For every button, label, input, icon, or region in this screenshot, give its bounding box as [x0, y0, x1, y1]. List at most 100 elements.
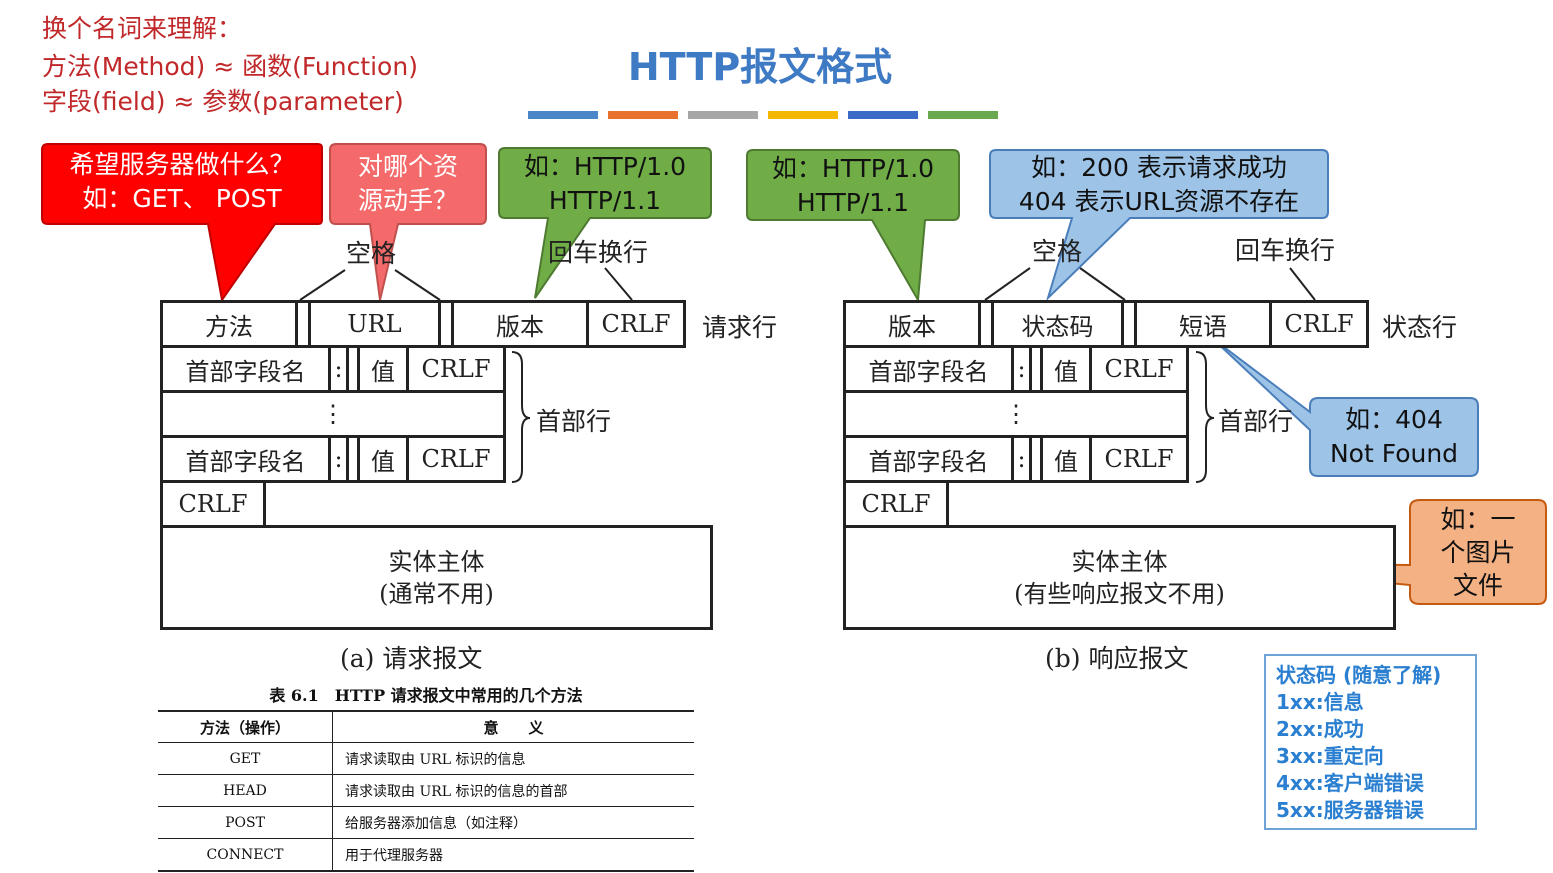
note-line-3: 字段(field) ≈ 参数(parameter) [42, 87, 404, 116]
table-cell-method: POST [158, 806, 333, 839]
table-cell-meaning: 用于代理服务器 [332, 838, 694, 872]
color-bar-4 [768, 111, 838, 119]
table-cell-meaning: 请求读取由 URL 标识的信息 [332, 742, 694, 775]
resp-header-label: 首部行 [1218, 407, 1294, 436]
resp-space-label: 空格 [1032, 237, 1083, 266]
table-caption: 表 6.1 HTTP 请求报文中常用的几个方法 [269, 686, 583, 705]
resp-header-value-1: 值 [1040, 345, 1092, 393]
callout-status-code-shape [989, 149, 1329, 302]
table-row: CONNECT 用于代理服务器 [158, 838, 694, 872]
table-cell-method: HEAD [158, 774, 333, 807]
status-code-item: 4xx:客户端错误 [1276, 771, 1424, 795]
req-header-value-1: 值 [357, 345, 409, 393]
callout-method-line1: 希望服务器做什么？ [69, 150, 295, 179]
callout-resp-version-line2: HTTP/1.1 [796, 188, 910, 217]
callout-body-file: 如：一 个图片 文件 [1410, 503, 1546, 602]
resp-phrase-cell: 短语 [1134, 300, 1272, 348]
resp-line-label: 状态行 [1382, 313, 1458, 342]
req-caption: (a) 请求报文 [340, 644, 483, 673]
req-crlf-label: 回车换行 [548, 238, 649, 267]
table-cell-meaning: 给服务器添加信息（如注释） [332, 806, 694, 839]
table-cell-meaning: 请求读取由 URL 标识的信息的首部 [332, 774, 694, 807]
callout-body-file-line1: 如：一 [1440, 505, 1516, 534]
color-bar-3 [688, 111, 758, 119]
req-header-crlf-1: CRLF [406, 345, 506, 393]
callout-req-version-line1: 如：HTTP/1.0 [523, 152, 687, 181]
color-bar-1 [528, 111, 598, 119]
table-header-meaning: 意 义 [332, 710, 694, 743]
resp-crlf-cell: CRLF [1269, 300, 1369, 348]
resp-body-line1: 实体主体 [1071, 547, 1168, 576]
callout-req-version: 如：HTTP/1.0 HTTP/1.1 [499, 150, 711, 218]
req-space-label: 空格 [346, 239, 397, 268]
resp-caption: (b) 响应报文 [1045, 644, 1189, 673]
callout-phrase: 如：404 Not Found [1310, 403, 1478, 471]
req-version-cell: 版本 [451, 300, 589, 348]
callout-resp-version-shape [746, 149, 960, 304]
req-body-line2: (通常不用) [379, 579, 494, 608]
req-url-cell: URL [308, 300, 441, 348]
callout-phrase-line2: Not Found [1329, 439, 1459, 468]
resp-header-field-1: 首部字段名 [843, 345, 1014, 393]
req-header-field-1: 首部字段名 [160, 345, 331, 393]
page-title: HTTP报文格式 [627, 45, 893, 89]
req-body: 实体主体 (通常不用) [160, 525, 713, 630]
callout-method-line2: 如：GET、 POST [82, 184, 282, 213]
req-header-dots: ⋮ [160, 390, 506, 438]
callout-method: 希望服务器做什么？ 如：GET、 POST [42, 148, 322, 216]
resp-body-line2: (有些响应报文不用) [1014, 579, 1225, 608]
color-bar-2 [608, 111, 678, 119]
callout-resp-version: 如：HTTP/1.0 HTTP/1.1 [747, 152, 959, 220]
resp-header-value-2: 值 [1040, 435, 1092, 483]
callout-phrase-line1: 如：404 [1345, 405, 1443, 434]
req-body-line1: 实体主体 [388, 547, 485, 576]
callout-resource-line1: 对哪个资 [357, 152, 458, 181]
status-codes-title: 状态码 (随意了解) [1276, 663, 1442, 687]
callout-body-file-line3: 文件 [1452, 571, 1503, 600]
color-bar-5 [848, 111, 918, 119]
table-cell-method: GET [158, 742, 333, 775]
table-cell-method: CONNECT [158, 838, 333, 872]
req-empty-crlf: CRLF [160, 480, 266, 528]
callout-status-code: 如：200 表示请求成功 404 表示URL资源不存在 [990, 151, 1328, 219]
resp-header-field-2: 首部字段名 [843, 435, 1014, 483]
callout-status-code-line2: 404 表示URL资源不存在 [1018, 187, 1300, 216]
req-header-label: 首部行 [536, 407, 612, 436]
table-row: POST 给服务器添加信息（如注释） [158, 806, 694, 839]
callout-resource-shape [329, 143, 487, 301]
status-code-item: 2xx:成功 [1276, 717, 1364, 741]
req-line-label: 请求行 [702, 313, 778, 342]
note-line-1: 换个名词来理解： [42, 14, 243, 43]
resp-header-crlf-1: CRLF [1089, 345, 1189, 393]
req-method-cell: 方法 [160, 300, 298, 348]
resp-header-dots: ⋮ [843, 390, 1189, 438]
table-row: HEAD 请求读取由 URL 标识的信息的首部 [158, 774, 694, 807]
req-header-field-2: 首部字段名 [160, 435, 331, 483]
callout-resource: 对哪个资 源动手？ [330, 150, 486, 218]
resp-empty-crlf: CRLF [843, 480, 949, 528]
callout-resp-version-line1: 如：HTTP/1.0 [771, 154, 935, 183]
status-codes-box: 状态码 (随意了解) 1xx:信息 2xx:成功 3xx:重定向 4xx:客户端… [1264, 654, 1477, 830]
callout-body-file-shape [1167, 499, 1547, 605]
color-bar-6 [928, 111, 998, 119]
callout-req-version-line2: HTTP/1.1 [548, 186, 662, 215]
resp-crlf-label: 回车换行 [1235, 236, 1336, 265]
table-header-row: 方法（操作） 意 义 [158, 710, 694, 743]
callout-body-file-line2: 个图片 [1440, 538, 1516, 567]
callout-method-shape [41, 143, 323, 303]
status-code-item: 1xx:信息 [1276, 690, 1364, 714]
status-code-item: 5xx:服务器错误 [1276, 798, 1424, 822]
resp-version-cell: 版本 [843, 300, 981, 348]
callout-req-version-shape [498, 147, 712, 299]
req-header-crlf-2: CRLF [406, 435, 506, 483]
resp-header-crlf-2: CRLF [1089, 435, 1189, 483]
note-line-2: 方法(Method) ≈ 函数(Function) [42, 52, 418, 81]
req-header-value-2: 值 [357, 435, 409, 483]
resp-body: 实体主体 (有些响应报文不用) [843, 525, 1396, 630]
table-row: GET 请求读取由 URL 标识的信息 [158, 742, 694, 775]
callout-resource-line2: 源动手？ [357, 186, 458, 215]
callout-status-code-line1: 如：200 表示请求成功 [1031, 153, 1287, 182]
table-header-method: 方法（操作） [158, 710, 333, 743]
status-code-item: 3xx:重定向 [1276, 744, 1384, 768]
